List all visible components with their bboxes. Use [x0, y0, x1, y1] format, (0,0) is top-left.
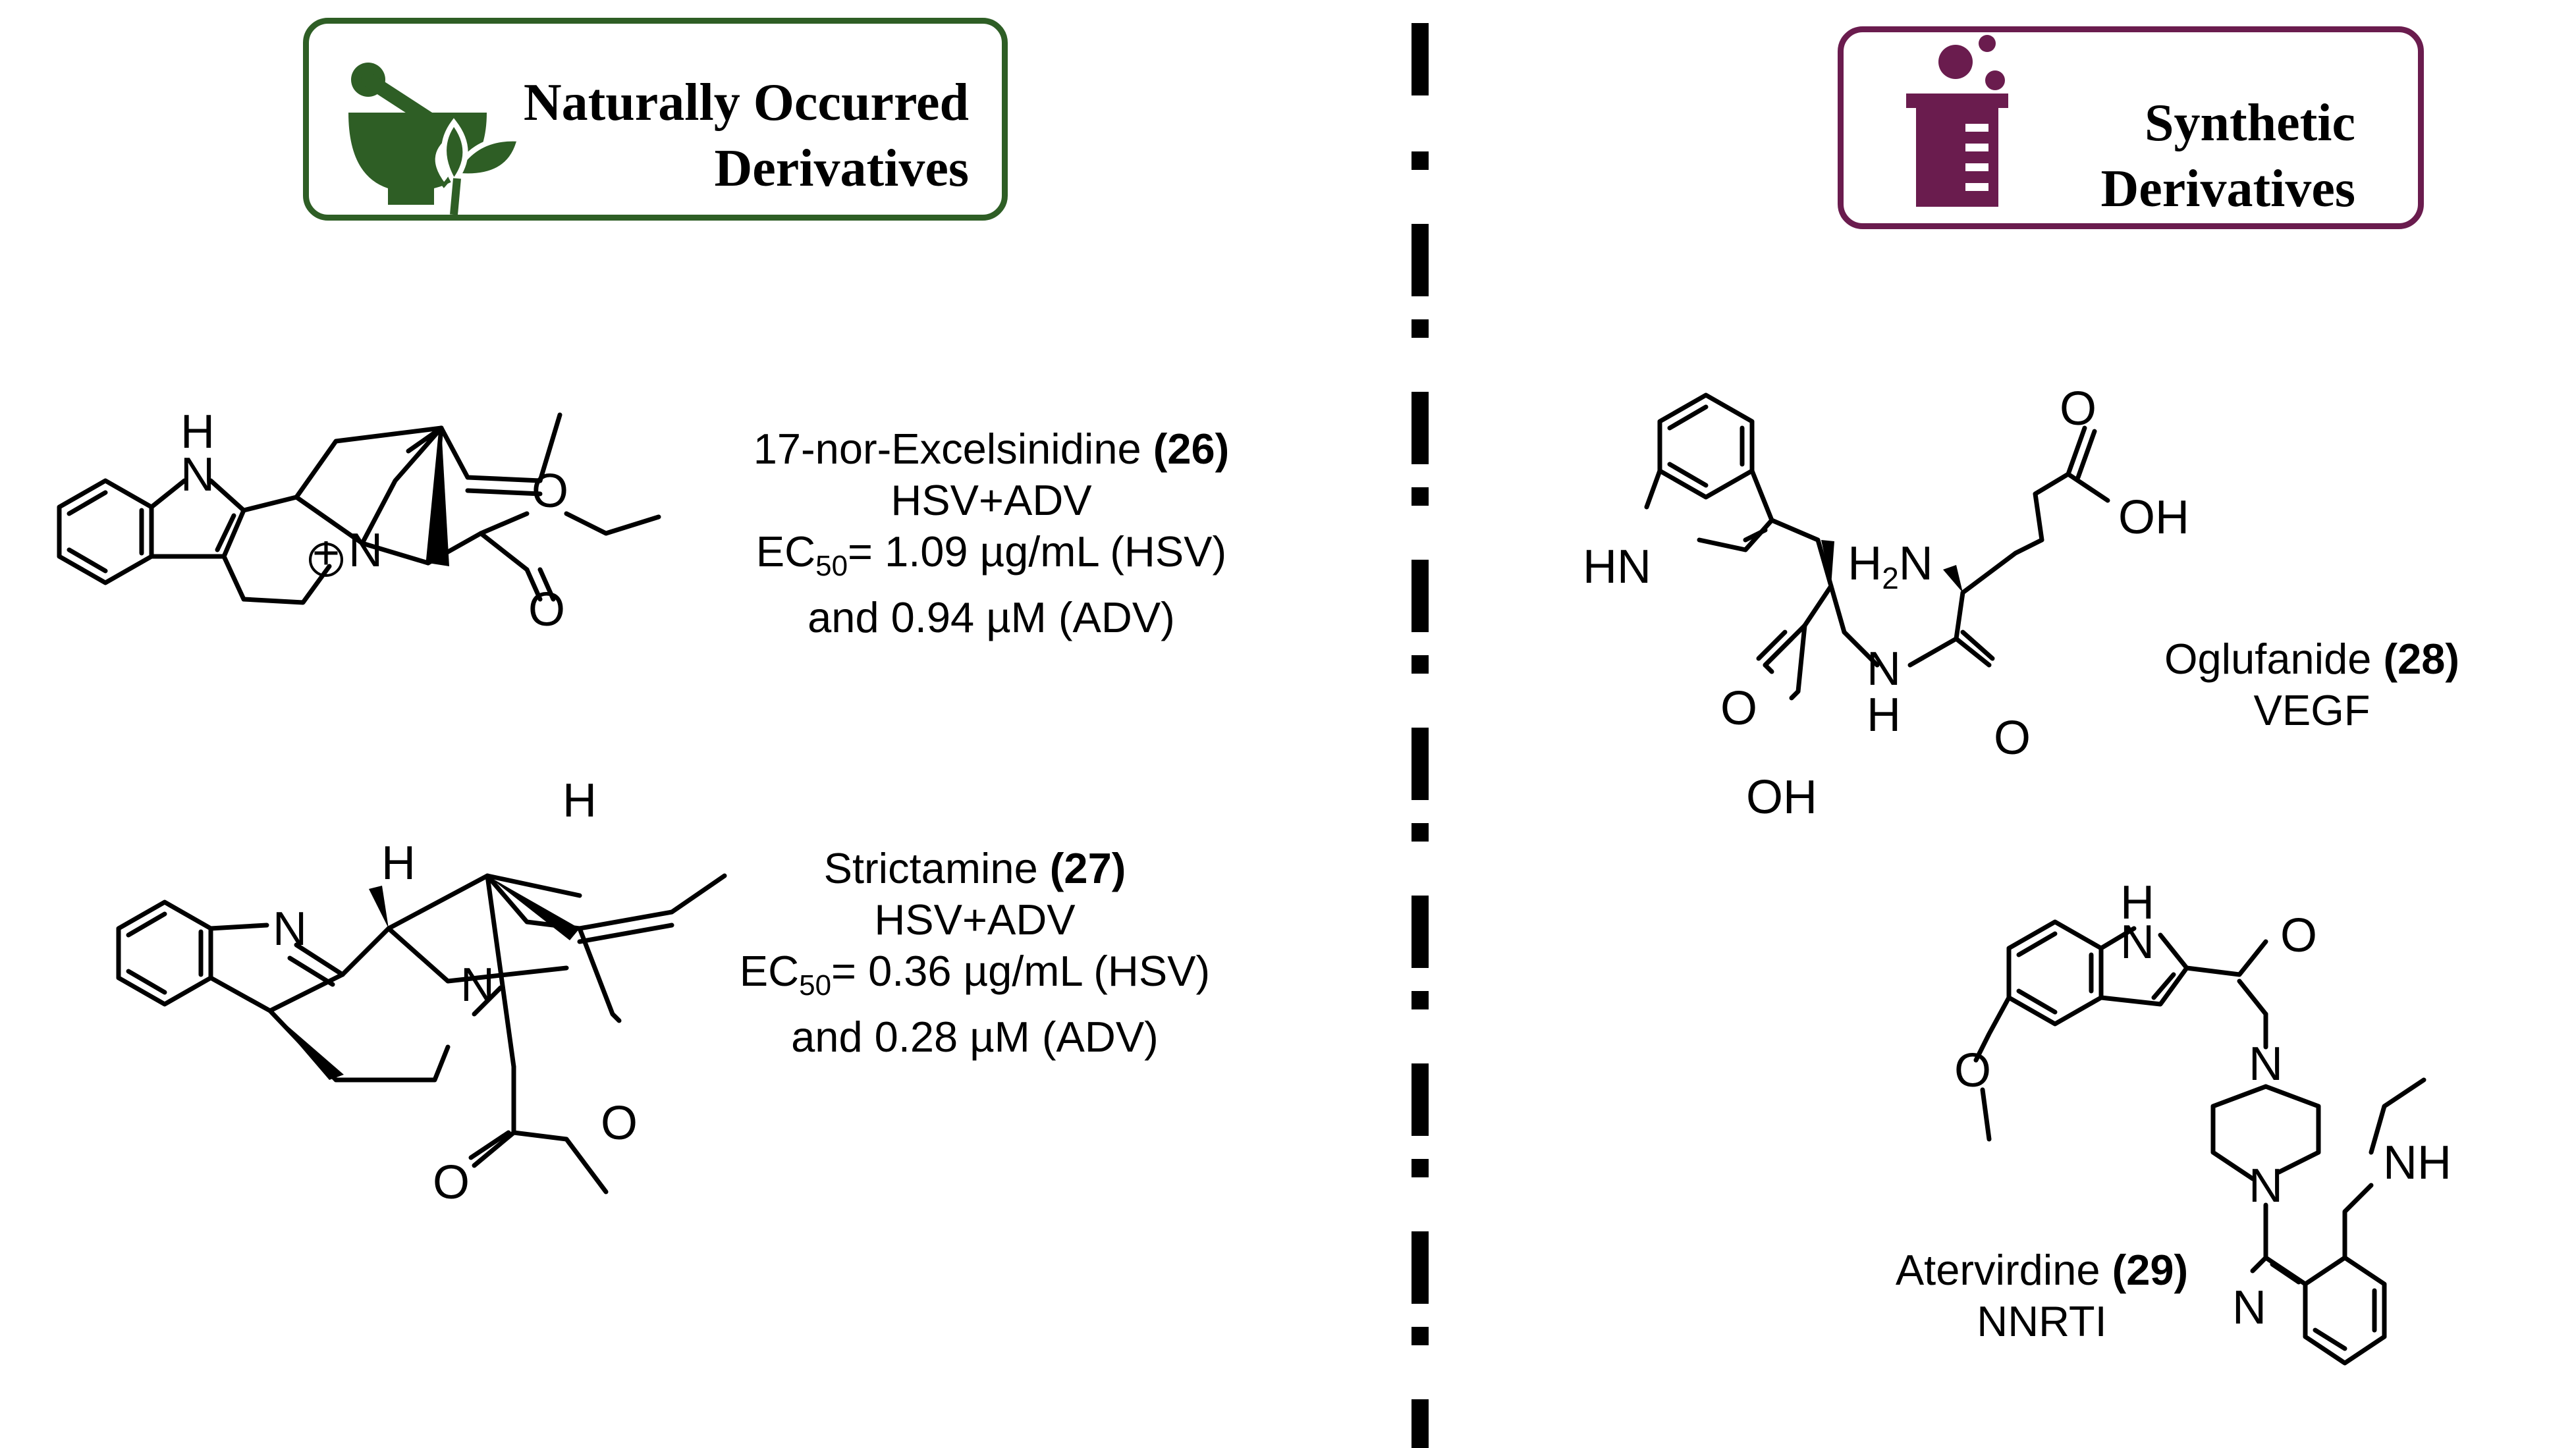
atom-label: O	[528, 583, 565, 636]
ec-value-2: and 0.28 µM (ADV)	[791, 1013, 1159, 1061]
natural-header-line1: Naturally Occurred	[523, 74, 969, 132]
ec-subscript: 50	[815, 550, 848, 582]
dash-dot-divider	[1411, 23, 1429, 1448]
atom-label: O	[433, 1156, 470, 1209]
compound-activity: HSV+ADV	[874, 896, 1076, 944]
structure-27-strictamine: N H H N O O	[116, 774, 727, 1209]
compound-name: Strictamine	[823, 844, 1050, 892]
structure-28-oglufanide: HN H2N N H O OH O O OH	[1583, 383, 2189, 824]
atom-label: HN	[1583, 541, 1651, 593]
compound-name: Atervirdine	[1895, 1246, 2112, 1294]
atom-label: N	[2120, 916, 2154, 969]
caption-29: Atervirdine (29) NNRTI	[1864, 1245, 2220, 1347]
ec-value-2: and 0.94 µM (ADV)	[808, 593, 1175, 641]
atom-label: O	[1720, 682, 1757, 735]
atom-label: O	[2280, 909, 2317, 962]
synthetic-header-title: Synthetic Derivatives	[2100, 90, 2355, 222]
mortar-pestle-leaf-icon	[348, 63, 523, 215]
compound-activity: HSV+ADV	[891, 476, 1092, 524]
ec-value: = 1.09 µg/mL (HSV)	[848, 527, 1227, 576]
beaker-icon	[1906, 35, 2008, 207]
atom-label: H	[2120, 876, 2154, 929]
caption-27: Strictamine (27) HSV+ADV EC50= 0.36 µg/m…	[685, 843, 1265, 1063]
compound-number: (27)	[1049, 844, 1126, 892]
compound-number: (29)	[2112, 1246, 2189, 1294]
structure-29-atervirdine: H N O N N N NH O	[1954, 876, 2452, 1366]
compound-name: Oglufanide	[2164, 635, 2384, 683]
atom-label: N	[180, 448, 215, 501]
atom-label: OH	[2118, 491, 2189, 544]
natural-derivatives-header: Naturally Occurred Derivatives	[303, 18, 1008, 221]
natural-header-title: Naturally Occurred Derivatives	[524, 70, 969, 201]
atom-label: N	[2232, 1281, 2266, 1334]
caption-28: Oglufanide (28) VEGF	[2108, 633, 2516, 736]
atom-label: N	[2249, 1160, 2283, 1212]
compound-activity: NNRTI	[1977, 1297, 2107, 1345]
atom-label: H	[180, 406, 215, 458]
synthetic-derivatives-header: Synthetic Derivatives	[1838, 26, 2424, 229]
atom-label: N	[2249, 1038, 2283, 1090]
atom-label: O	[1994, 712, 2031, 764]
atom-label: NH	[2383, 1137, 2452, 1189]
atom-label: N	[1867, 643, 1901, 695]
atom-label: O	[1954, 1044, 1991, 1097]
compound-name: 17-nor-Excelsinidine	[753, 425, 1153, 473]
atom-label: N	[348, 524, 383, 577]
atom-label-h2n: H2N	[1848, 537, 1933, 595]
ec-label: EC	[755, 527, 816, 576]
atom-label: N	[460, 959, 495, 1011]
synthetic-header-line1: Synthetic	[2145, 94, 2355, 152]
atom-plus: +	[312, 527, 340, 579]
ec-value: = 0.36 µg/mL (HSV)	[831, 947, 1211, 995]
ec-subscript: 50	[799, 969, 832, 1002]
compound-number: (26)	[1153, 425, 1230, 473]
atom-label: O	[601, 1097, 638, 1150]
atom-label: H	[562, 774, 597, 827]
caption-26: 17-nor-Excelsinidine (26) HSV+ADV EC50= …	[698, 423, 1284, 643]
structure-26-17-nor-excelsinidine: + H N N O O	[57, 406, 661, 636]
atom-label: H	[381, 837, 416, 890]
atom-label: OH	[1746, 771, 1817, 824]
natural-header-line2: Derivatives	[714, 140, 969, 198]
atom-label: O	[2060, 383, 2096, 435]
compound-number: (28)	[2383, 635, 2460, 683]
synthetic-header-line2: Derivatives	[2100, 160, 2355, 218]
atom-label: H	[1867, 689, 1901, 741]
atom-label: O	[532, 465, 568, 518]
atom-label: N	[273, 903, 307, 955]
compound-activity: VEGF	[2253, 686, 2370, 734]
ec-label: EC	[739, 947, 800, 995]
